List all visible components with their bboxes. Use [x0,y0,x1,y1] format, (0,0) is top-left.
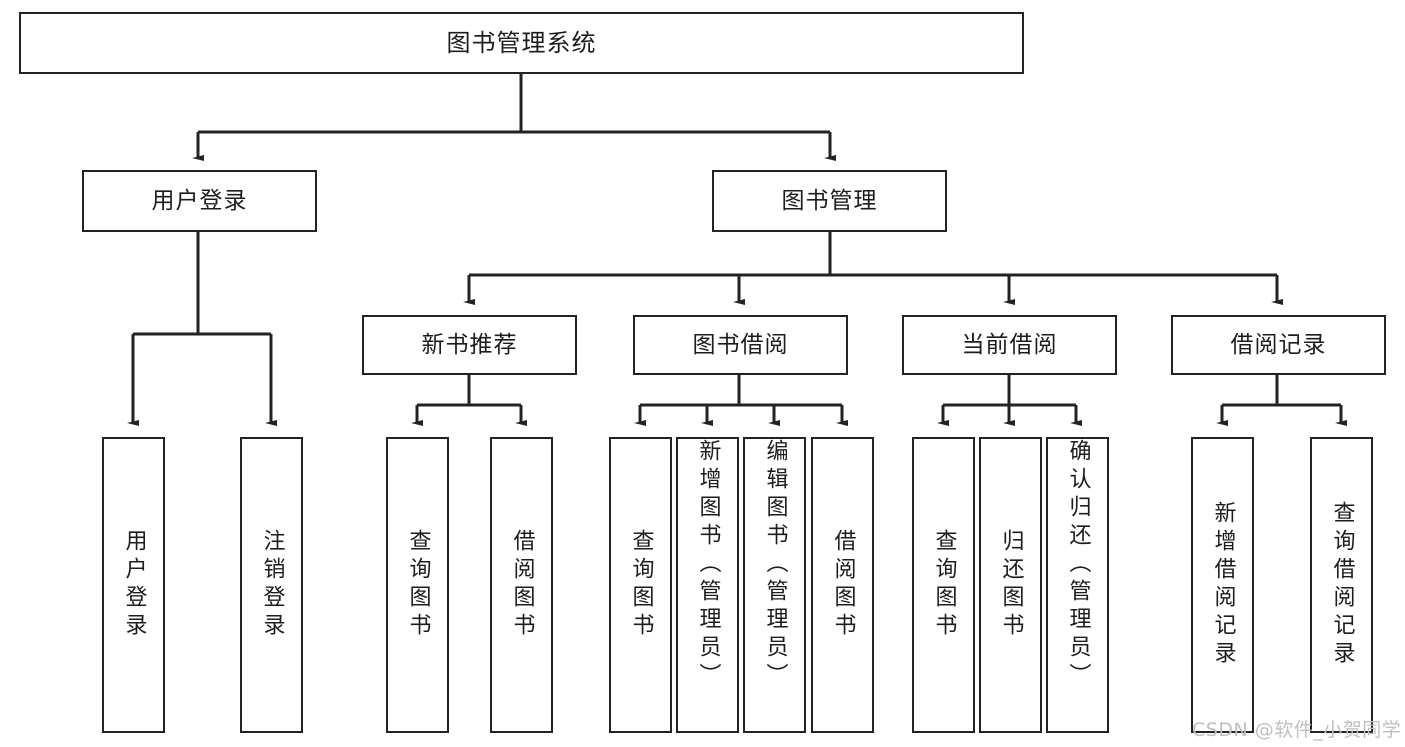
node-borrow-record[interactable]: 借阅记录 [1171,315,1386,375]
node-leaf-query-book-3[interactable]: 查询图书 [912,437,975,733]
node-leaf-logout-login-label: 注销登录 [259,529,285,641]
node-leaf-borrow-book-2-label: 借阅图书 [830,529,856,641]
node-book-borrow-label: 图书借阅 [692,331,789,358]
node-user-login[interactable]: 用户登录 [82,170,317,232]
node-user-login-label: 用户登录 [151,187,248,214]
node-leaf-edit-book-label: 编辑图书（管理员） [762,439,788,691]
node-book-manage-label: 图书管理 [781,187,878,214]
node-leaf-query-book-1[interactable]: 查询图书 [386,437,449,733]
node-leaf-edit-book[interactable]: 编辑图书（管理员） [743,437,806,733]
node-leaf-query-book-2-label: 查询图书 [628,529,654,641]
node-leaf-query-record-label: 查询借阅记录 [1329,501,1355,669]
node-leaf-add-record[interactable]: 新增借阅记录 [1191,437,1254,733]
node-leaf-add-record-label: 新增借阅记录 [1210,501,1236,669]
node-root-system-label: 图书管理系统 [446,29,597,57]
node-new-book-recommend[interactable]: 新书推荐 [362,315,577,375]
node-leaf-query-book-3-label: 查询图书 [931,529,957,641]
node-leaf-add-book-label: 新增图书（管理员） [695,439,721,691]
node-book-borrow[interactable]: 图书借阅 [633,315,848,375]
node-leaf-confirm-return[interactable]: 确认归还（管理员） [1046,437,1109,733]
node-current-borrow[interactable]: 当前借阅 [902,315,1117,375]
node-leaf-user-login[interactable]: 用户登录 [102,437,165,733]
node-leaf-borrow-book-1[interactable]: 借阅图书 [490,437,553,733]
node-current-borrow-label: 当前借阅 [961,331,1058,358]
node-leaf-borrow-book-2[interactable]: 借阅图书 [811,437,874,733]
node-leaf-user-login-label: 用户登录 [121,529,147,641]
node-leaf-confirm-return-label: 确认归还（管理员） [1065,439,1091,691]
node-leaf-add-book[interactable]: 新增图书（管理员） [676,437,739,733]
node-book-manage[interactable]: 图书管理 [712,170,947,232]
node-borrow-record-label: 借阅记录 [1230,331,1327,358]
node-leaf-query-book-1-label: 查询图书 [405,529,431,641]
node-new-book-recommend-label: 新书推荐 [421,331,518,358]
node-root-system[interactable]: 图书管理系统 [19,12,1024,74]
node-leaf-borrow-book-1-label: 借阅图书 [509,529,535,641]
node-leaf-query-record[interactable]: 查询借阅记录 [1310,437,1373,733]
node-leaf-return-book[interactable]: 归还图书 [979,437,1042,733]
node-leaf-return-book-label: 归还图书 [998,529,1024,641]
node-leaf-query-book-2[interactable]: 查询图书 [609,437,672,733]
node-leaf-logout-login[interactable]: 注销登录 [240,437,303,733]
